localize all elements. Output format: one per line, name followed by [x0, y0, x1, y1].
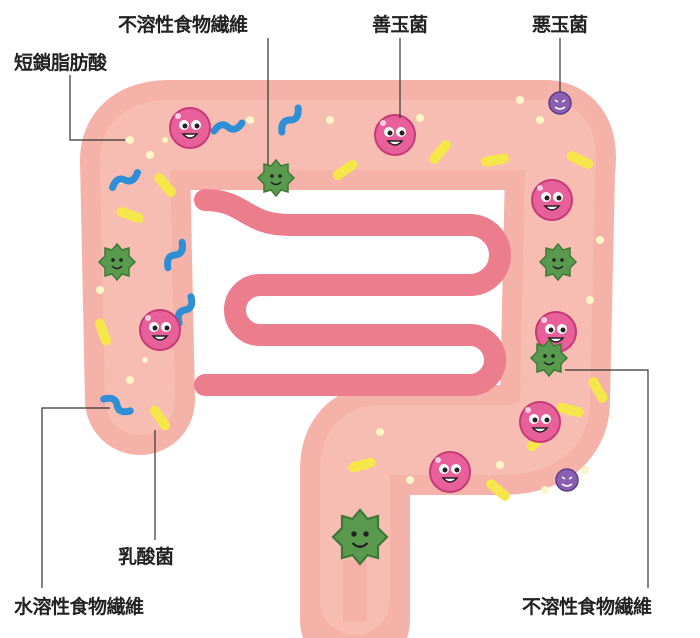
- label-soluble-fiber: 水溶性食物繊維: [14, 596, 144, 618]
- label-insoluble-fiber-top: 不溶性食物繊維: [118, 14, 248, 36]
- short-chain-fatty-acid-dots: [96, 96, 604, 494]
- leader-lines: [41, 38, 649, 588]
- label-lactic-acid-bacteria: 乳酸菌: [118, 546, 174, 568]
- label-good-bacteria: 善玉菌: [372, 14, 428, 36]
- label-insoluble-fiber-bottom: 不溶性食物繊維: [522, 596, 652, 618]
- insoluble-fiber: [257, 159, 295, 197]
- label-short-chain-fatty-acid: 短鎖脂肪酸: [14, 52, 107, 74]
- bad-bacteria: [548, 91, 572, 115]
- small-intestine: [194, 189, 511, 396]
- label-bad-bacteria: 悪玉菌: [532, 14, 588, 36]
- good-bacteria: [169, 107, 211, 149]
